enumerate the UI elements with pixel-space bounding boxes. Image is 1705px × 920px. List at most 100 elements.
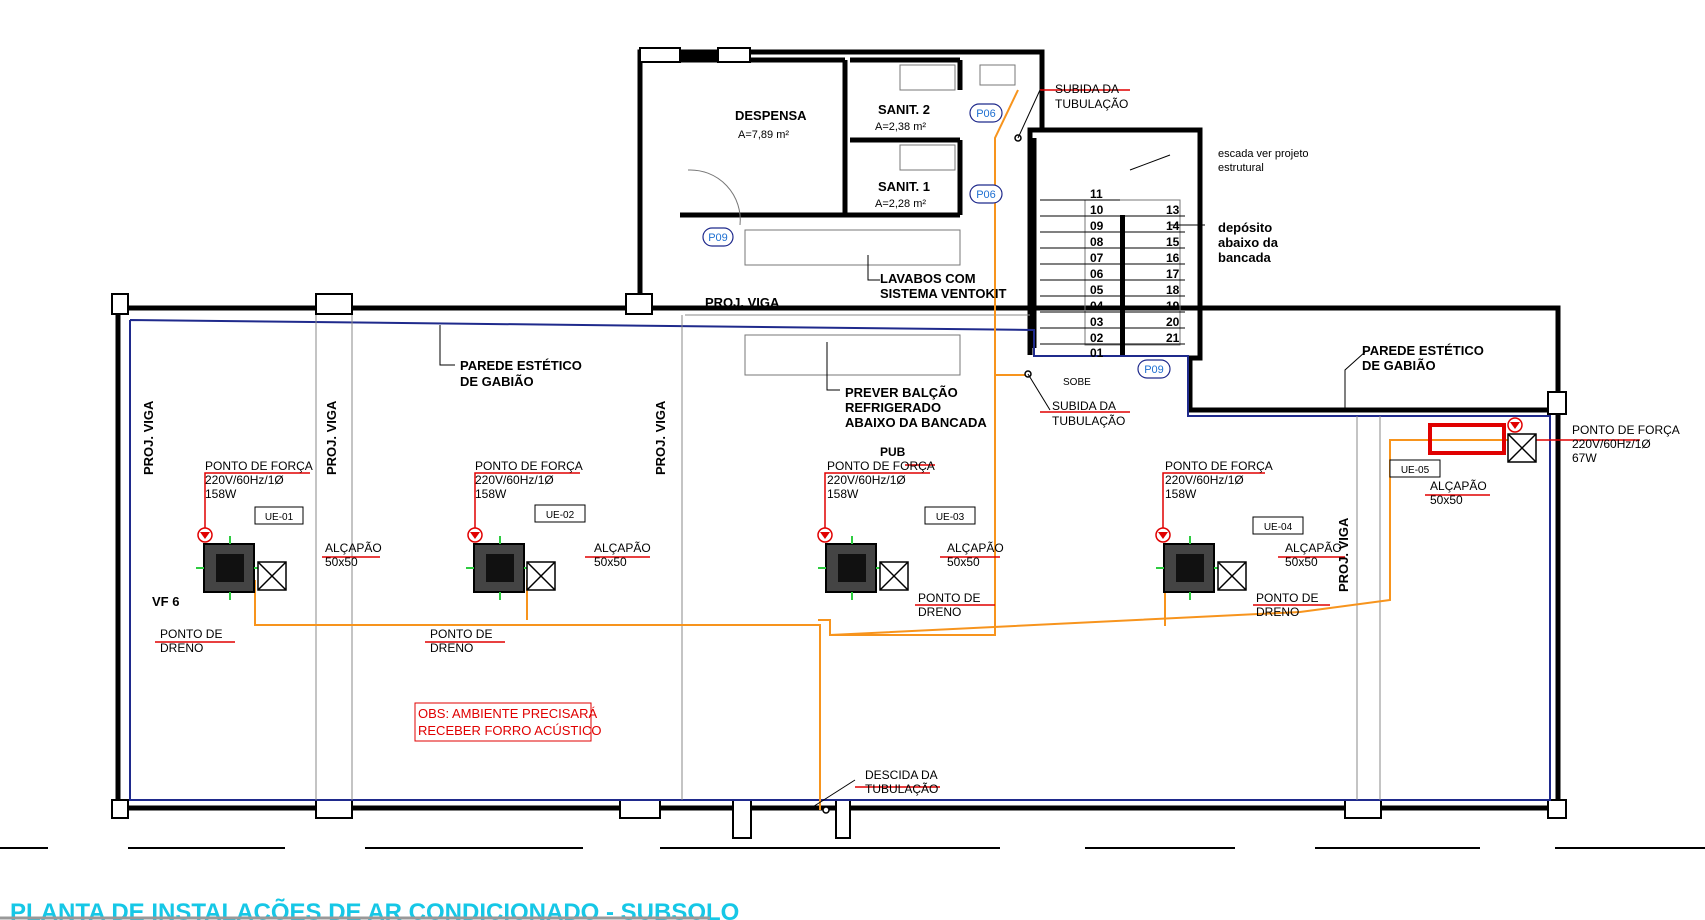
ac-unit-ue-01[interactable] xyxy=(196,536,262,600)
stair-number: 14 xyxy=(1166,219,1180,233)
ceiling-outline xyxy=(129,319,1551,801)
ue01-drain-1: PONTO DE xyxy=(160,627,222,641)
stair-number: 09 xyxy=(1090,219,1104,233)
label-balcao-1: PREVER BALÇÃO xyxy=(845,385,958,400)
ue02-hatch-1: ALÇAPÃO xyxy=(594,541,651,555)
stair-number: 17 xyxy=(1166,267,1180,281)
label-descida-1: DESCIDA DA xyxy=(865,768,938,782)
stair-number: 16 xyxy=(1166,251,1180,265)
hatch-icon xyxy=(526,561,556,591)
ue04-force-1: PONTO DE FORÇA xyxy=(1165,459,1273,473)
label-balcao-3: ABAIXO DA BANCADA xyxy=(845,415,987,430)
door-tag-p06-b: P06 xyxy=(976,189,996,201)
ue05-force-1: PONTO DE FORÇA xyxy=(1572,423,1680,437)
ue03-drain-1: PONTO DE xyxy=(918,591,980,605)
hatch-icon xyxy=(879,561,909,591)
label-deposito-1: depósito xyxy=(1218,220,1272,235)
ue04-force-2: 220V/60Hz/1Ø xyxy=(1165,473,1244,487)
pipe-endpoints xyxy=(822,134,1032,814)
door-tag-p09-b: P09 xyxy=(1144,364,1164,376)
stair-number: 08 xyxy=(1090,235,1104,249)
room-pub-name: PUB xyxy=(880,445,906,459)
ue04-drain-2: DRENO xyxy=(1256,605,1299,619)
drawing-title: PLANTA DE INSTALAÇÕES DE AR CONDICIONADO… xyxy=(10,898,739,920)
ue05-force-3: 67W xyxy=(1572,451,1597,465)
stair-number: 06 xyxy=(1090,267,1104,281)
black-leaders xyxy=(439,89,1366,811)
ue01-drain-2: DRENO xyxy=(160,641,203,655)
ac-unit-ue-02[interactable] xyxy=(466,536,532,600)
stair-treads xyxy=(1040,199,1185,345)
ue02-force-1: PONTO DE FORÇA xyxy=(475,459,583,473)
door-tag-p06-a: P06 xyxy=(976,108,996,120)
obs-line-1: OBS: AMBIENTE PRECISARÁ xyxy=(418,706,597,721)
ue01-force-3: 158W xyxy=(205,487,237,501)
label-proj-viga-top: PROJ. VIGA xyxy=(705,295,780,310)
ue03-drain-2: DRENO xyxy=(918,605,961,619)
ue03-hatch-1: ALÇAPÃO xyxy=(947,541,1004,555)
ue02-force-2: 220V/60Hz/1Ø xyxy=(475,473,554,487)
ue03-hatch-2: 50x50 xyxy=(947,555,980,569)
stair-number: 18 xyxy=(1166,283,1180,297)
ue03-force-3: 158W xyxy=(827,487,859,501)
ue04-drain-1: PONTO DE xyxy=(1256,591,1318,605)
hatch-icon xyxy=(1217,561,1247,591)
ue05-hatch-1: ALÇAPÃO xyxy=(1430,479,1487,493)
obs-box xyxy=(414,702,592,742)
stair-number: 10 xyxy=(1090,203,1104,217)
label-parede-2a: PAREDE ESTÉTICO xyxy=(1362,343,1484,358)
obs-line-2: RECEBER FORRO ACÚSTICO xyxy=(418,723,601,738)
stair-number: 02 xyxy=(1090,331,1104,345)
power-point-marks xyxy=(200,422,1520,539)
label-parede-1b: DE GABIÃO xyxy=(460,374,534,389)
ue02-hatch-2: 50x50 xyxy=(594,555,627,569)
fixtures xyxy=(687,64,1181,376)
ue04-hatch-2: 50x50 xyxy=(1285,555,1318,569)
stair-number: 15 xyxy=(1166,235,1180,249)
stair-numbers-left: 11 10 09 08 07 06 05 04 03 02 01 xyxy=(1090,187,1104,360)
ac-unit-ue-05[interactable] xyxy=(1428,423,1506,455)
room-sanit2-name: SANIT. 2 xyxy=(878,102,930,117)
label-subida-top-2: TUBULAÇÃO xyxy=(1055,97,1128,111)
stair-number: 21 xyxy=(1166,331,1180,345)
label-lavabos-2: SISTEMA VENTOKIT xyxy=(880,286,1006,301)
stair-number: 07 xyxy=(1090,251,1104,265)
ue04-hatch-1: ALÇAPÃO xyxy=(1285,541,1342,555)
room-despensa-area: A=7,89 m² xyxy=(738,129,789,141)
label-subida-mid-1: SUBIDA DA xyxy=(1052,399,1116,413)
stair-number: 01 xyxy=(1090,346,1104,360)
ac-unit-ue-03[interactable] xyxy=(818,536,884,600)
stair-number: 11 xyxy=(1090,187,1103,201)
room-despensa-name: DESPENSA xyxy=(735,108,807,123)
ue01-force-1: PONTO DE FORÇA xyxy=(205,459,313,473)
label-sobe: SOBE xyxy=(1063,377,1091,388)
door-tag-p09-a: P09 xyxy=(708,232,728,244)
label-parede-2b: DE GABIÃO xyxy=(1362,358,1436,373)
ue02-drain-1: PONTO DE xyxy=(430,627,492,641)
label-subida-mid-2: TUBULAÇÃO xyxy=(1052,414,1125,428)
label-balcao-2: REFRIGERADO xyxy=(845,400,941,415)
stair-number: 03 xyxy=(1090,315,1104,329)
stair-number: 13 xyxy=(1166,203,1180,217)
ue03-force-1: PONTO DE FORÇA xyxy=(827,459,935,473)
stair-number: 20 xyxy=(1166,315,1180,329)
ue05-hatch-2: 50x50 xyxy=(1430,493,1463,507)
label-escada-2: estrutural xyxy=(1218,162,1264,174)
hatch-icon xyxy=(1507,433,1537,463)
ue02-tag: UE-02 xyxy=(546,510,575,521)
door-tag-boxes xyxy=(702,103,1171,379)
stair-landing-wall xyxy=(1120,215,1125,355)
stair-number: 04 xyxy=(1090,299,1104,313)
ac-unit-ue-04[interactable] xyxy=(1156,536,1222,600)
ue01-hatch-1: ALÇAPÃO xyxy=(325,541,382,555)
ue03-tag: UE-03 xyxy=(936,512,965,523)
ue05-tag: UE-05 xyxy=(1401,465,1430,476)
stair-number: 05 xyxy=(1090,283,1104,297)
label-proj-viga-2: PROJ. VIGA xyxy=(324,400,339,475)
label-proj-viga-4: PROJ. VIGA xyxy=(1336,517,1351,592)
ue04-tag: UE-04 xyxy=(1264,522,1293,533)
room-sanit1-name: SANIT. 1 xyxy=(878,179,930,194)
label-deposito-3: bancada xyxy=(1218,250,1272,265)
ue02-drain-2: DRENO xyxy=(430,641,473,655)
